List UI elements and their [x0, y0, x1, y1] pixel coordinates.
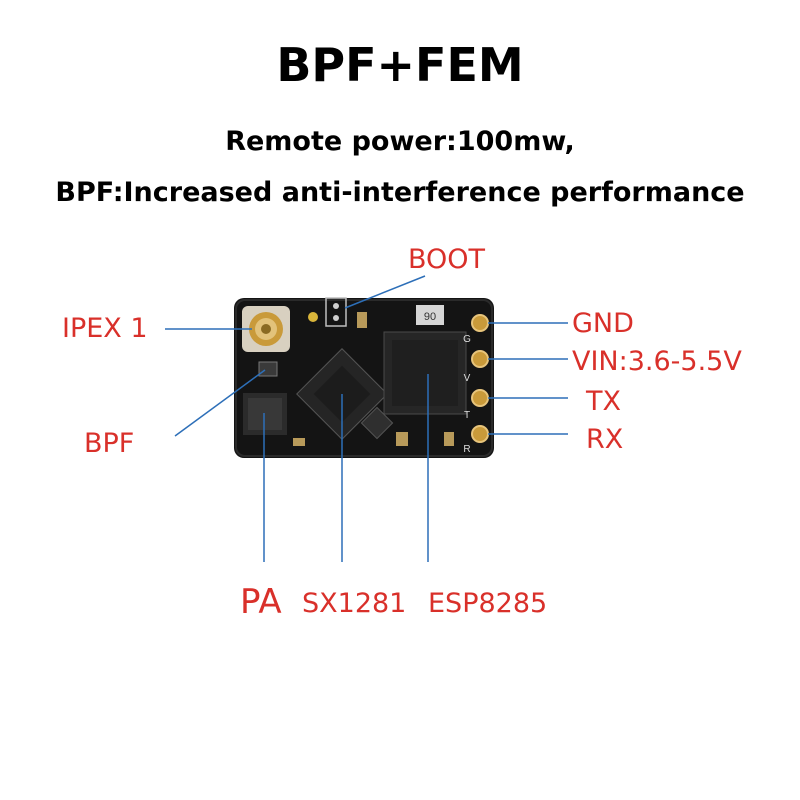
subtitle-power: Remote power:100mw, [225, 126, 575, 157]
label-bpf: BPF [84, 428, 135, 459]
pin-mark-v: V [464, 373, 471, 384]
label-rx: RX [586, 424, 624, 455]
label-esp8285: ESP8285 [428, 588, 548, 619]
leader-bpf [174, 369, 266, 437]
yellow-pad [308, 312, 318, 322]
pin-mark-g: G [463, 334, 471, 345]
ipex-connector [242, 306, 290, 352]
pad-tx [471, 389, 489, 407]
pad-vin [471, 350, 489, 368]
pa-chip [243, 393, 287, 435]
label-tx: TX [586, 386, 621, 417]
bpf-chip [258, 361, 278, 377]
boot-pads [325, 297, 347, 327]
esp8285-chip [383, 331, 467, 415]
module-mark: 90 [424, 311, 436, 323]
pin-marks: G V T R [463, 334, 471, 455]
pin-mark-r: R [463, 444, 470, 455]
top-module [416, 305, 444, 325]
capacitor-3 [444, 432, 454, 446]
capacitor-4 [357, 312, 367, 328]
label-pa: PA [240, 582, 282, 622]
subtitle-bpf: BPF:Increased anti-interference performa… [55, 177, 745, 208]
label-ipex: IPEX 1 [62, 313, 148, 344]
pin-pads [471, 314, 489, 443]
small-component [360, 406, 394, 440]
capacitor-1 [293, 438, 305, 446]
label-vin: VIN:3.6-5.5V [572, 346, 742, 377]
leader-boot [344, 275, 426, 309]
capacitor-2 [396, 432, 408, 446]
pad-rx [471, 425, 489, 443]
label-sx1281: SX1281 [302, 588, 407, 619]
label-gnd: GND [572, 308, 634, 339]
page-title: BPF+FEM [276, 38, 524, 92]
pin-mark-t: T [464, 410, 470, 421]
pad-gnd [471, 314, 489, 332]
label-boot: BOOT [408, 244, 486, 275]
